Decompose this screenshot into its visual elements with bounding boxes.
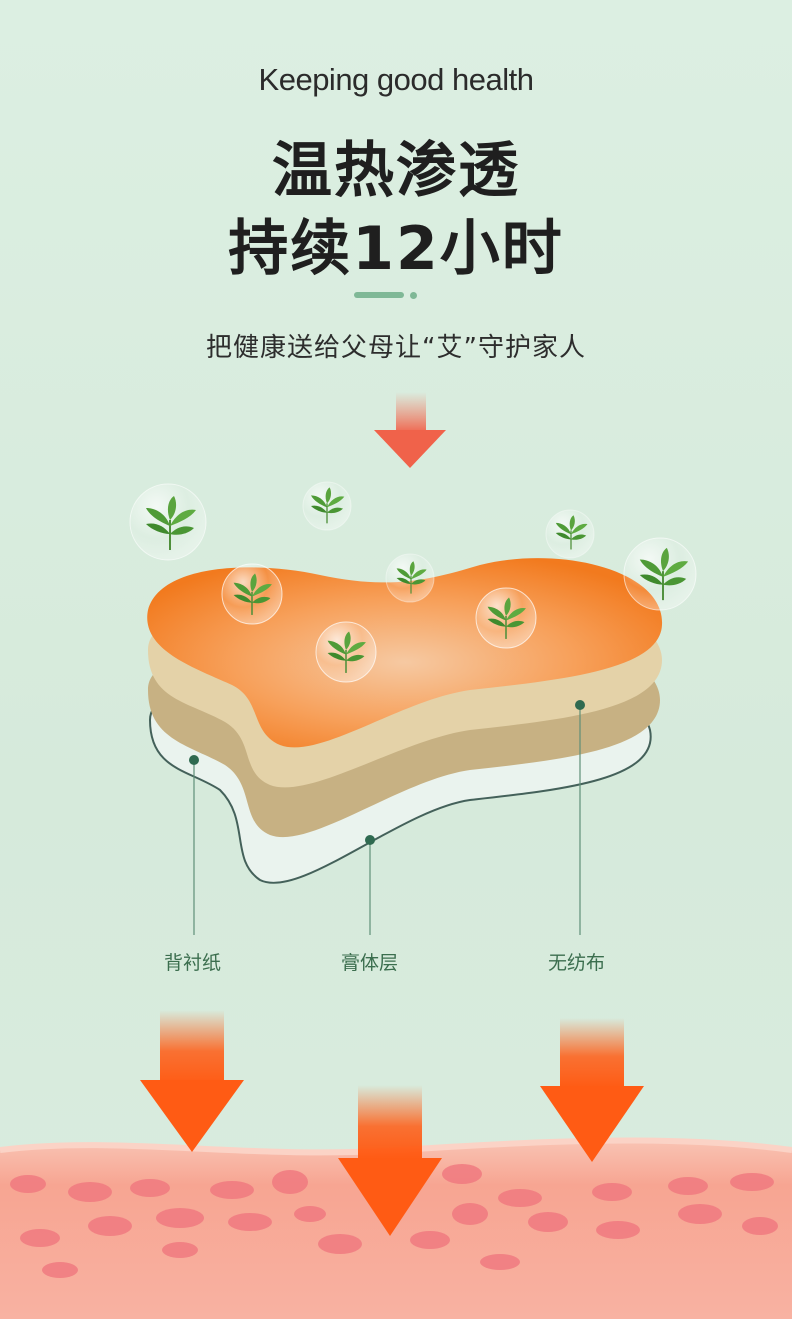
leader-dot-nonwoven <box>575 700 585 710</box>
leader-lines <box>193 705 581 935</box>
divider-bar <box>354 292 404 298</box>
leader-dot-paste <box>365 835 375 845</box>
down-arrow-icon <box>338 1085 442 1236</box>
label-backing-paper: 背衬纸 <box>164 952 222 974</box>
tagline: 把健康送给父母让“艾”守护家人 <box>206 333 586 363</box>
label-paste-body: 膏体层 <box>341 952 399 974</box>
title-line-1: 温热渗透 <box>272 136 520 206</box>
title-line-2: 持续12小时 <box>228 214 564 284</box>
label-nonwoven: 无纺布 <box>548 952 606 974</box>
down-arrow-icon <box>140 1010 244 1152</box>
subtitle-english: Keeping good health <box>258 62 534 97</box>
down-arrow-icon <box>540 1018 644 1162</box>
skin-layer <box>0 1137 792 1319</box>
leader-dot-backing <box>189 755 199 765</box>
down-arrow-icon <box>374 392 446 468</box>
bubble-icon <box>129 481 697 683</box>
divider-dot <box>410 292 417 299</box>
